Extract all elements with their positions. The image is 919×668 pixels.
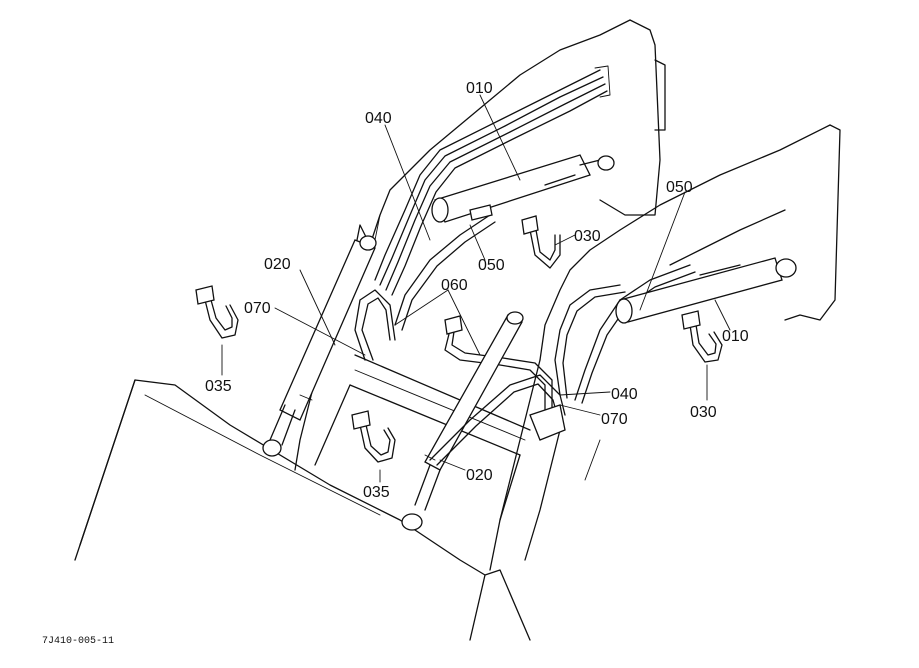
hose-050-upper (394, 204, 496, 331)
hose-bundle-040 (374, 65, 611, 296)
callout-040-upper: 040 (365, 110, 392, 127)
hose-clamp-035-left (195, 285, 239, 339)
hose-right-upper (554, 264, 696, 404)
drawing-code: 7J410-005-11 (42, 636, 114, 647)
leader-lines (221, 94, 731, 483)
crossbar (314, 354, 531, 521)
callout-070-lower: 070 (601, 411, 628, 428)
bucket-outline (74, 379, 531, 641)
loader-frame-right (489, 124, 841, 571)
hose-070-060-center (354, 289, 553, 416)
hose-clamp-030-upper (521, 215, 561, 269)
callout-020-left: 020 (264, 256, 291, 273)
callout-040-lower: 040 (611, 386, 638, 403)
hose-clamp-035-center (351, 410, 396, 463)
callout-010-upper: 010 (466, 80, 493, 97)
callout-035-center: 035 (363, 484, 390, 501)
callout-030-upper: 030 (574, 228, 601, 245)
callout-035-left: 035 (205, 378, 232, 395)
callout-070-left: 070 (244, 300, 271, 317)
callout-labels: 010 040 050 030 050 020 060 070 010 035 … (205, 80, 749, 501)
hydraulic-cylinder-center (401, 311, 524, 531)
callout-060: 060 (441, 277, 468, 294)
hydraulic-cylinder-right (615, 257, 797, 324)
callout-020-center: 020 (466, 467, 493, 484)
callout-050-upper: 050 (478, 257, 505, 274)
hydraulic-cylinder-upper (431, 154, 615, 223)
hose-lower-run (429, 374, 566, 466)
callout-030-right: 030 (690, 404, 717, 421)
loader-frame-left (294, 19, 666, 471)
callout-010-right: 010 (722, 328, 749, 345)
hydraulic-cylinder-left (262, 235, 377, 457)
hose-clamp-030-right (681, 310, 723, 363)
callout-050-right: 050 (666, 179, 693, 196)
